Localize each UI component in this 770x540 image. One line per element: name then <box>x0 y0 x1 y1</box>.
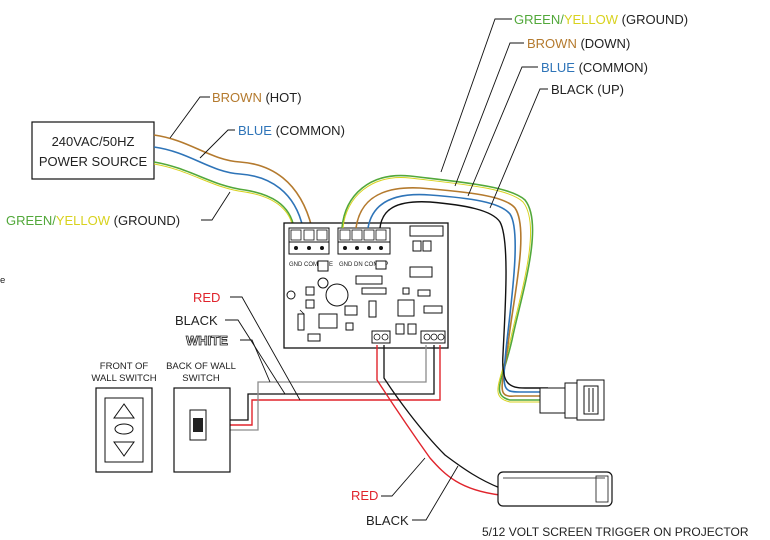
label-green-yellow-ground-left: GREEN/YELLOW (GROUND) <box>6 213 180 228</box>
edge-letter: e <box>0 275 5 286</box>
terminal-labels-power: GND COM LINE <box>289 262 333 268</box>
label-black-top: BLACK <box>175 313 218 328</box>
leader-brown-hot <box>169 96 210 139</box>
back-switch-title-2: SWITCH <box>182 373 220 384</box>
leader-black-top <box>225 319 286 395</box>
label-red-top: RED <box>193 290 220 305</box>
motor-connector <box>539 379 605 421</box>
leader-blue-common-left <box>199 129 235 159</box>
leader-red-bottom <box>381 457 426 497</box>
trigger-caption: 5/12 VOLT SCREEN TRIGGER ON PROJECTOR <box>482 525 749 539</box>
leader-white-top <box>240 339 271 383</box>
back-wall-switch-terminals <box>193 418 203 432</box>
label-blue-common-right: BLUE (COMMON) <box>541 60 648 75</box>
leader-blue-common-right <box>467 66 538 197</box>
wire-blue-common <box>153 146 304 229</box>
board-divider <box>299 309 305 315</box>
wire-yellow-ground <box>153 163 294 229</box>
down-arrow-icon <box>113 441 135 457</box>
label-white-top: WHITE <box>186 333 228 348</box>
wire-green-ground <box>153 161 295 229</box>
leader-red-top <box>230 296 301 401</box>
wall-switch-wires <box>204 345 441 431</box>
label-red-bottom: RED <box>351 488 378 503</box>
label-black-up: BLACK (UP) <box>551 82 624 97</box>
board-components <box>286 225 446 344</box>
label-black-bottom: BLACK <box>366 513 409 528</box>
leader-green-yellow-right <box>440 18 512 173</box>
label-brown-hot: BROWN (HOT) <box>212 90 302 105</box>
leader-green-yellow-left <box>201 191 231 221</box>
leader-black-bottom <box>412 465 459 521</box>
terminal-block-power <box>288 227 330 255</box>
wire-motor-blue <box>367 193 548 393</box>
stop-button-icon <box>114 423 134 435</box>
projector-trigger-device <box>497 471 613 507</box>
leader-brown-down <box>454 42 524 187</box>
wire-trigger-black <box>383 345 501 489</box>
label-blue-common-left: BLUE (COMMON) <box>238 123 345 138</box>
power-source-box <box>31 121 155 180</box>
back-switch-title-1: BACK OF WALL <box>166 361 236 372</box>
terminal-block-motor <box>337 227 391 255</box>
front-switch-title-1: FRONT OF <box>100 361 149 372</box>
leader-black-up <box>489 88 548 209</box>
wire-motor-black <box>379 201 548 389</box>
terminal-labels-motor: GND DN COM UP <box>339 262 388 268</box>
label-green-yellow-ground-right: GREEN/YELLOW (GROUND) <box>514 12 688 27</box>
wire-motor-yellow <box>342 177 548 403</box>
wire-brown-hot <box>153 134 313 229</box>
power-source-line2: POWER SOURCE <box>39 154 148 169</box>
power-source-line1: 240VAC/50HZ <box>52 134 135 149</box>
up-arrow-icon <box>113 403 135 419</box>
wire-trigger-red <box>376 345 501 496</box>
label-brown-down: BROWN (DOWN) <box>527 36 630 51</box>
front-switch-title-2: WALL SWITCH <box>91 373 156 384</box>
board-screws <box>373 333 445 341</box>
